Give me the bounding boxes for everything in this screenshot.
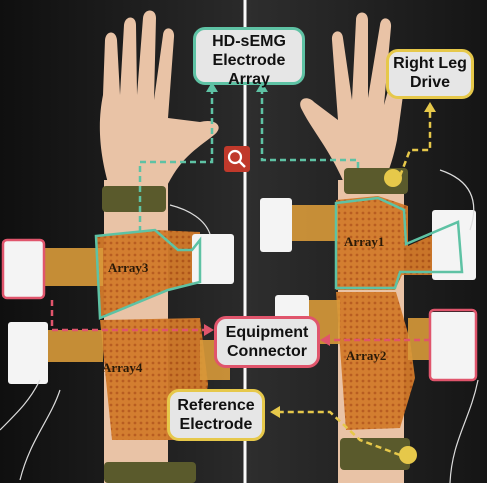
- callout-hd-semg-electrode-array: HD-sEMG Electrode Array: [193, 27, 305, 88]
- label-array4: Array4: [102, 360, 143, 375]
- strap-right-bottom: [340, 438, 410, 470]
- label-array3: Array3: [108, 260, 149, 275]
- callout-reference-electrode: Reference Electrode: [167, 389, 265, 441]
- array2-film: [336, 292, 415, 430]
- strap-left-bottom: [104, 462, 196, 483]
- callout-right-leg-drive: Right Leg Drive: [386, 49, 474, 99]
- callout-text: Right Leg: [393, 55, 467, 72]
- callout-equipment-connector: Equipment Connector: [214, 316, 320, 368]
- label-array1: Array1: [344, 234, 385, 249]
- array3-film: [96, 230, 200, 318]
- callout-text: Drive: [409, 74, 451, 91]
- callout-text: Array: [228, 71, 270, 88]
- label-array2: Array2: [346, 348, 387, 363]
- callout-text: Reference: [177, 397, 255, 414]
- callout-text: HD-sEMG: [212, 33, 286, 50]
- search-icon[interactable]: [224, 146, 250, 172]
- callout-text: Connector: [227, 343, 307, 360]
- callout-text: Electrode: [212, 52, 286, 69]
- callout-text: Equipment: [225, 324, 309, 341]
- strap-left-top: [102, 186, 166, 212]
- callout-text: Electrode: [179, 416, 253, 433]
